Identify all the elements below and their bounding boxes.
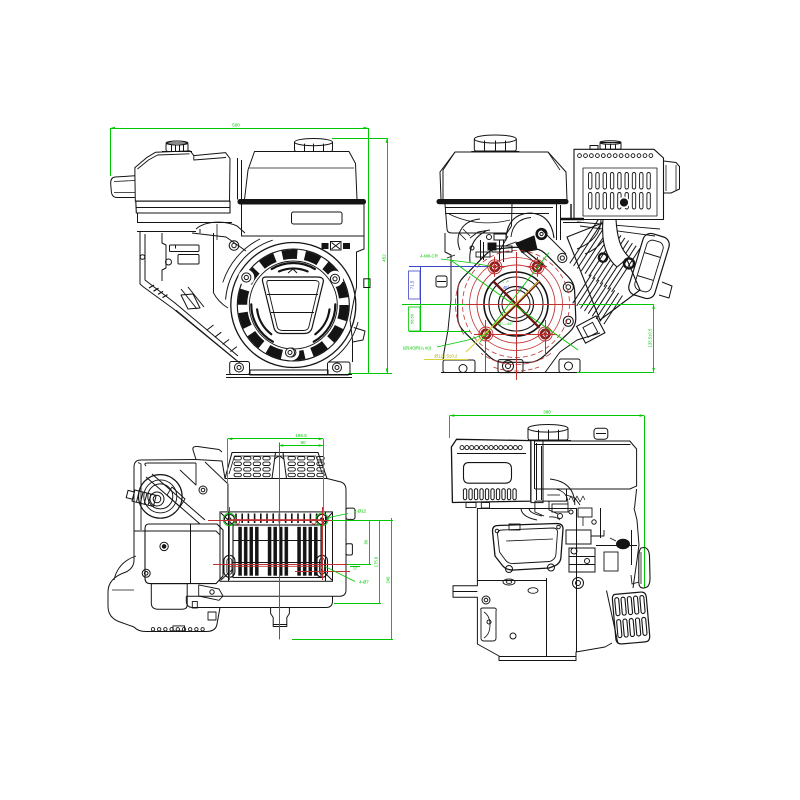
svg-text:175.9: 175.9 [374, 556, 379, 567]
svg-text:45°—45°: 45°—45° [497, 321, 513, 326]
svg-text:86: 86 [364, 539, 369, 544]
svg-text:500: 500 [232, 123, 240, 128]
svg-text:↖ ↗: ↖ ↗ [501, 279, 509, 284]
svg-text:90: 90 [300, 440, 306, 445]
svg-text:Ø126.5±0.2: Ø126.5±0.2 [435, 354, 458, 359]
svg-text:(Ø140)R(¼ in)): (Ø140)R(¼ in)) [403, 346, 432, 351]
svg-text:452: 452 [382, 254, 387, 262]
svg-text:4-Ø7: 4-Ø7 [359, 580, 369, 585]
svg-text:2-Ø12: 2-Ø12 [354, 509, 367, 514]
svg-text:45°: 45° [518, 285, 525, 290]
svg-text:246: 246 [386, 576, 391, 584]
svg-text:135.5±0.5: 135.5±0.5 [648, 328, 653, 347]
svg-text:71.5: 71.5 [410, 280, 415, 289]
svg-text:380: 380 [543, 410, 551, 415]
svg-text:195.5: 195.5 [295, 433, 307, 438]
svg-text:56.56: 56.56 [410, 313, 415, 324]
svg-text:4-M8-CR: 4-M8-CR [420, 254, 438, 259]
svg-text:12: 12 [353, 567, 357, 571]
svg-text:45°: 45° [503, 285, 510, 290]
